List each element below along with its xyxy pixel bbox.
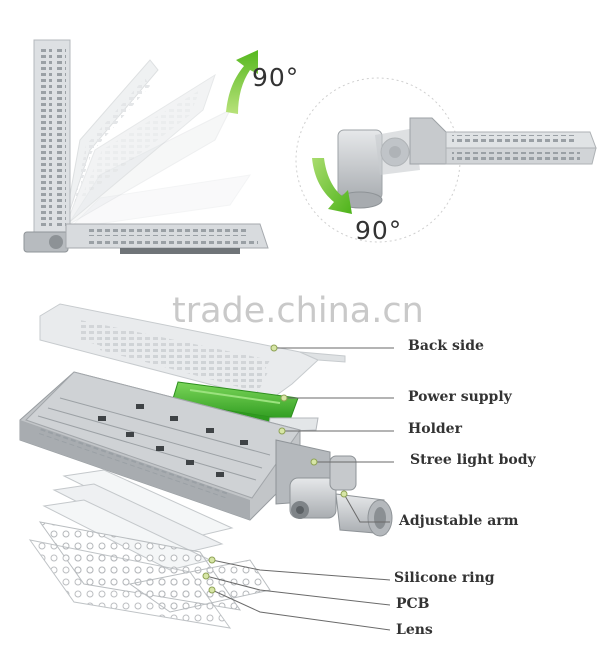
led-boards [28, 521, 271, 629]
leader-lines [202, 344, 394, 631]
upright-panel [33, 39, 71, 237]
label-lens: Lens [396, 622, 433, 638]
label-street-light-body: Stree light body [410, 452, 536, 468]
adjustable-arm-assembly [289, 455, 393, 537]
ghost-panel [68, 174, 252, 229]
watermark-text: trade.china.cn [172, 291, 424, 331]
rotation-arm-illustration [295, 77, 597, 243]
horizontal-angle-label: 90° [355, 216, 403, 245]
label-pcb: PCB [396, 596, 430, 612]
arm-tube [337, 129, 383, 201]
street-light-housing [19, 371, 331, 521]
exploded-view [19, 303, 393, 629]
rotation-fan-illustration [23, 39, 269, 254]
horizontal-body [23, 223, 269, 254]
back-side-cover [39, 303, 346, 401]
label-silicone-ring: Silicone ring [394, 570, 495, 586]
label-power-supply: Power supply [408, 389, 512, 405]
label-holder: Holder [408, 421, 462, 437]
ghost-panel [63, 59, 159, 229]
label-adjustable-arm: Adjustable arm [399, 513, 519, 529]
label-back-side: Back side [408, 338, 484, 354]
rotate-down-arrow-icon [312, 158, 352, 214]
ghost-panel [65, 73, 216, 226]
rotate-up-arrow-icon [226, 50, 258, 114]
vertical-angle-label: 90° [252, 63, 300, 92]
